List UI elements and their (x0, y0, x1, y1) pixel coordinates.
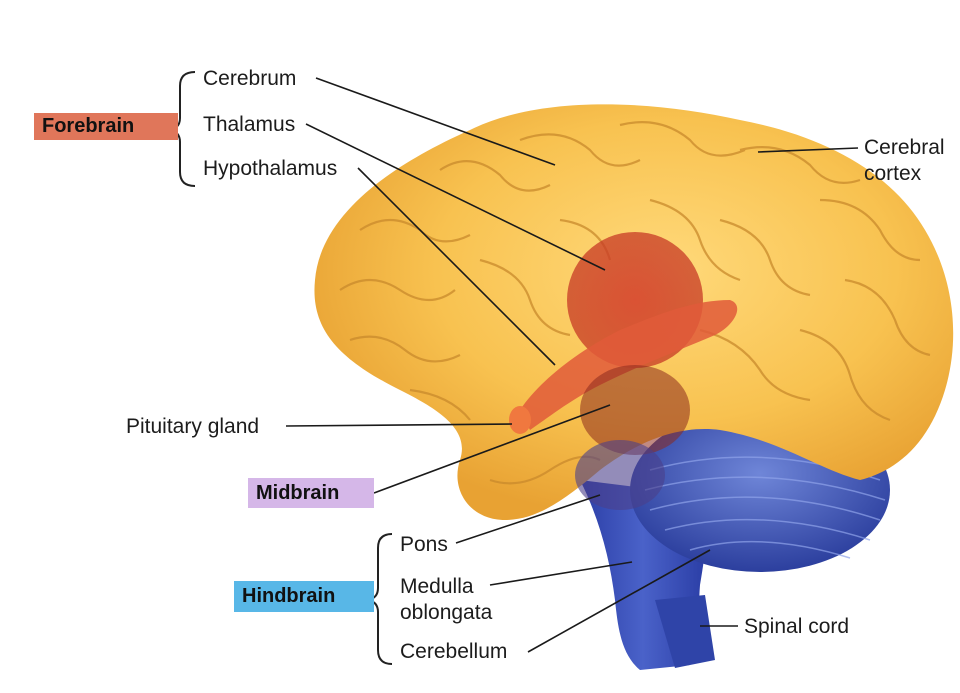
hindbrain-label: Hindbrain (234, 581, 374, 612)
midbrain-shape (580, 365, 690, 455)
thalamus-leader (305, 123, 606, 271)
medulla-label-line2: oblongata (400, 601, 493, 624)
pons-label: Pons (400, 533, 448, 556)
pituitary-gland-label: Pituitary gland (126, 415, 260, 438)
cerebellum-label: Cerebellum (400, 640, 508, 663)
cerebellum-leader (527, 549, 711, 653)
cerebrum-label: Cerebrum (203, 67, 297, 90)
hypothalamus-shape (520, 300, 738, 430)
midbrain-label: Midbrain (248, 478, 374, 508)
cerebral-cortex-label-line1: Cerebral (864, 136, 945, 159)
hypothalamus-leader (357, 167, 556, 366)
pituitary-shape (509, 406, 531, 434)
cerebral-cortex-label-line2: cortex (864, 162, 922, 185)
cerebral-cortex-leader (757, 147, 859, 153)
spinal-cord-shape (655, 595, 715, 668)
medulla-label-line1: Medulla (400, 575, 474, 598)
hypothalamus-label: Hypothalamus (203, 157, 338, 180)
pons-shape (575, 440, 665, 510)
pituitary-leader (285, 423, 513, 427)
cerebrum-leader (315, 77, 556, 166)
thalamus-label: Thalamus (203, 113, 296, 136)
spinal-cord-label: Spinal cord (744, 615, 850, 638)
pons-leader (455, 494, 601, 544)
medulla-leader (489, 561, 633, 586)
forebrain-label: Forebrain (34, 113, 178, 140)
midbrain-leader (373, 404, 611, 494)
